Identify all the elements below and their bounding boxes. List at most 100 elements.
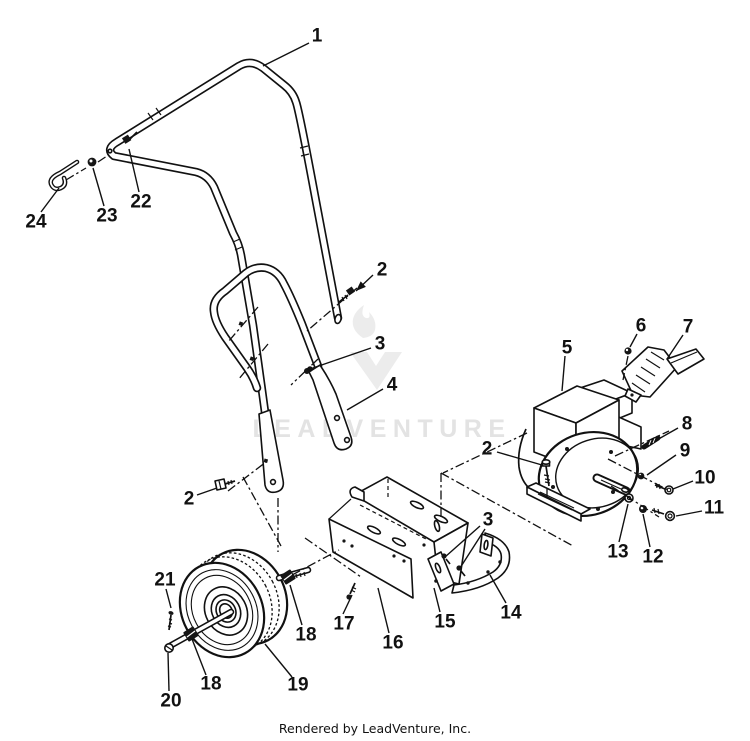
callout-label-18: 18 [200,674,221,695]
leader-line-22 [128,148,140,193]
leader-line-2 [196,487,218,496]
screw-3-pair [441,553,466,577]
nut-23 [87,157,97,167]
leader-line-7 [666,334,684,360]
upper-handle [105,58,343,417]
leader-line-12 [642,513,651,548]
axle-nut-18-left [183,626,199,642]
axle-nut-18-right [280,569,296,585]
leader-line-3 [444,525,481,558]
bolt-22 [121,131,138,144]
leader-line-15 [433,587,441,613]
leader-line-23 [92,167,105,207]
callout-label-9: 9 [680,441,691,462]
muffler-deflector-plate [666,348,705,375]
support-bracket-14 [451,532,511,594]
leader-line-24 [40,187,60,213]
nut-6 [624,347,632,355]
callout-label-19: 19 [287,675,308,696]
leader-line-3 [459,528,486,569]
callout-label-13: 13 [607,542,628,563]
leader-line-9 [646,454,677,476]
engine-crankcase-edge [517,428,531,490]
callout-label-3: 3 [375,334,386,355]
frame-slot [366,525,382,535]
handle-bar-left [258,409,285,494]
callout-label-15: 15 [434,612,456,633]
leader-dot [307,366,313,372]
callout-label-2: 2 [482,439,493,460]
bolt-2-lower [214,478,236,491]
leader-line-5 [561,355,566,392]
leader-line-13 [618,503,629,543]
handle-hole [249,356,255,362]
bar-hole [263,458,269,463]
leader-line-17 [342,594,353,615]
callout-label-12: 12 [642,547,663,568]
callout-label-23: 23 [96,206,117,227]
callout-label-2: 2 [184,489,195,510]
muffler-guard [621,346,705,403]
leader-line-3 [309,347,372,370]
leader-line-2 [496,451,543,466]
axle-bolt-20 [164,642,175,653]
callout-label-22: 22 [130,192,151,213]
alignment-centerlines [65,155,671,578]
flame-icon [352,305,376,338]
leader-line-18 [289,584,303,626]
callout-label-16: 16 [382,633,403,654]
frame-slot [433,519,441,533]
callout-label-20: 20 [160,691,181,712]
leader-line-10 [672,480,694,490]
leader-line-18 [191,638,207,676]
bolt-2-upper [338,286,356,303]
support-bracket-15 [427,551,455,592]
leader-line-8 [654,427,679,442]
bolt-2-engine [541,458,551,487]
leader-line-19 [264,643,293,678]
callout-label-8: 8 [682,414,693,435]
engine [517,379,642,522]
leadventure-watermark-logo [350,305,402,390]
handle-corner-hole [107,148,113,154]
frame-slot [391,537,407,547]
handle-bar-right [308,364,353,451]
callout-label-3: 3 [483,510,494,531]
lower-handle [209,263,353,494]
callout-label-10: 10 [694,468,715,489]
v-logo-icon [350,352,402,390]
leader-line-6 [629,333,638,348]
wheel-assembly [164,548,312,659]
bar-hole [343,436,351,444]
key-8 [641,435,661,450]
tube-end [334,313,342,325]
callout-label-2: 2 [377,260,388,281]
bracket-slot [434,562,442,574]
leader-line-11 [675,510,703,517]
screw-21 [167,611,174,631]
leader-line-4 [346,388,384,411]
callout-label-11: 11 [704,498,725,519]
callout-label-6: 6 [636,316,647,337]
footer-text: Rendered by LeadVenture, Inc. [278,721,472,736]
callout-label-24: 24 [25,212,47,233]
hook-24 [48,159,80,192]
callout-label-7: 7 [683,317,694,338]
leader-line-16 [377,587,390,634]
callout-label-17: 17 [333,614,354,635]
callout-label-14: 14 [500,603,522,624]
callout-label-1: 1 [312,26,323,47]
frame-slot [409,500,425,510]
leader-line-1 [262,42,310,67]
callout-label-18: 18 [295,625,316,646]
nut-12 [639,505,647,513]
watermark-text: LEADVENTURE [252,415,511,443]
bracket-slot [483,539,489,551]
callout-label-21: 21 [154,570,176,591]
bar-hole [269,478,277,486]
bar-hole [333,414,341,422]
leader-line-20 [167,652,170,692]
